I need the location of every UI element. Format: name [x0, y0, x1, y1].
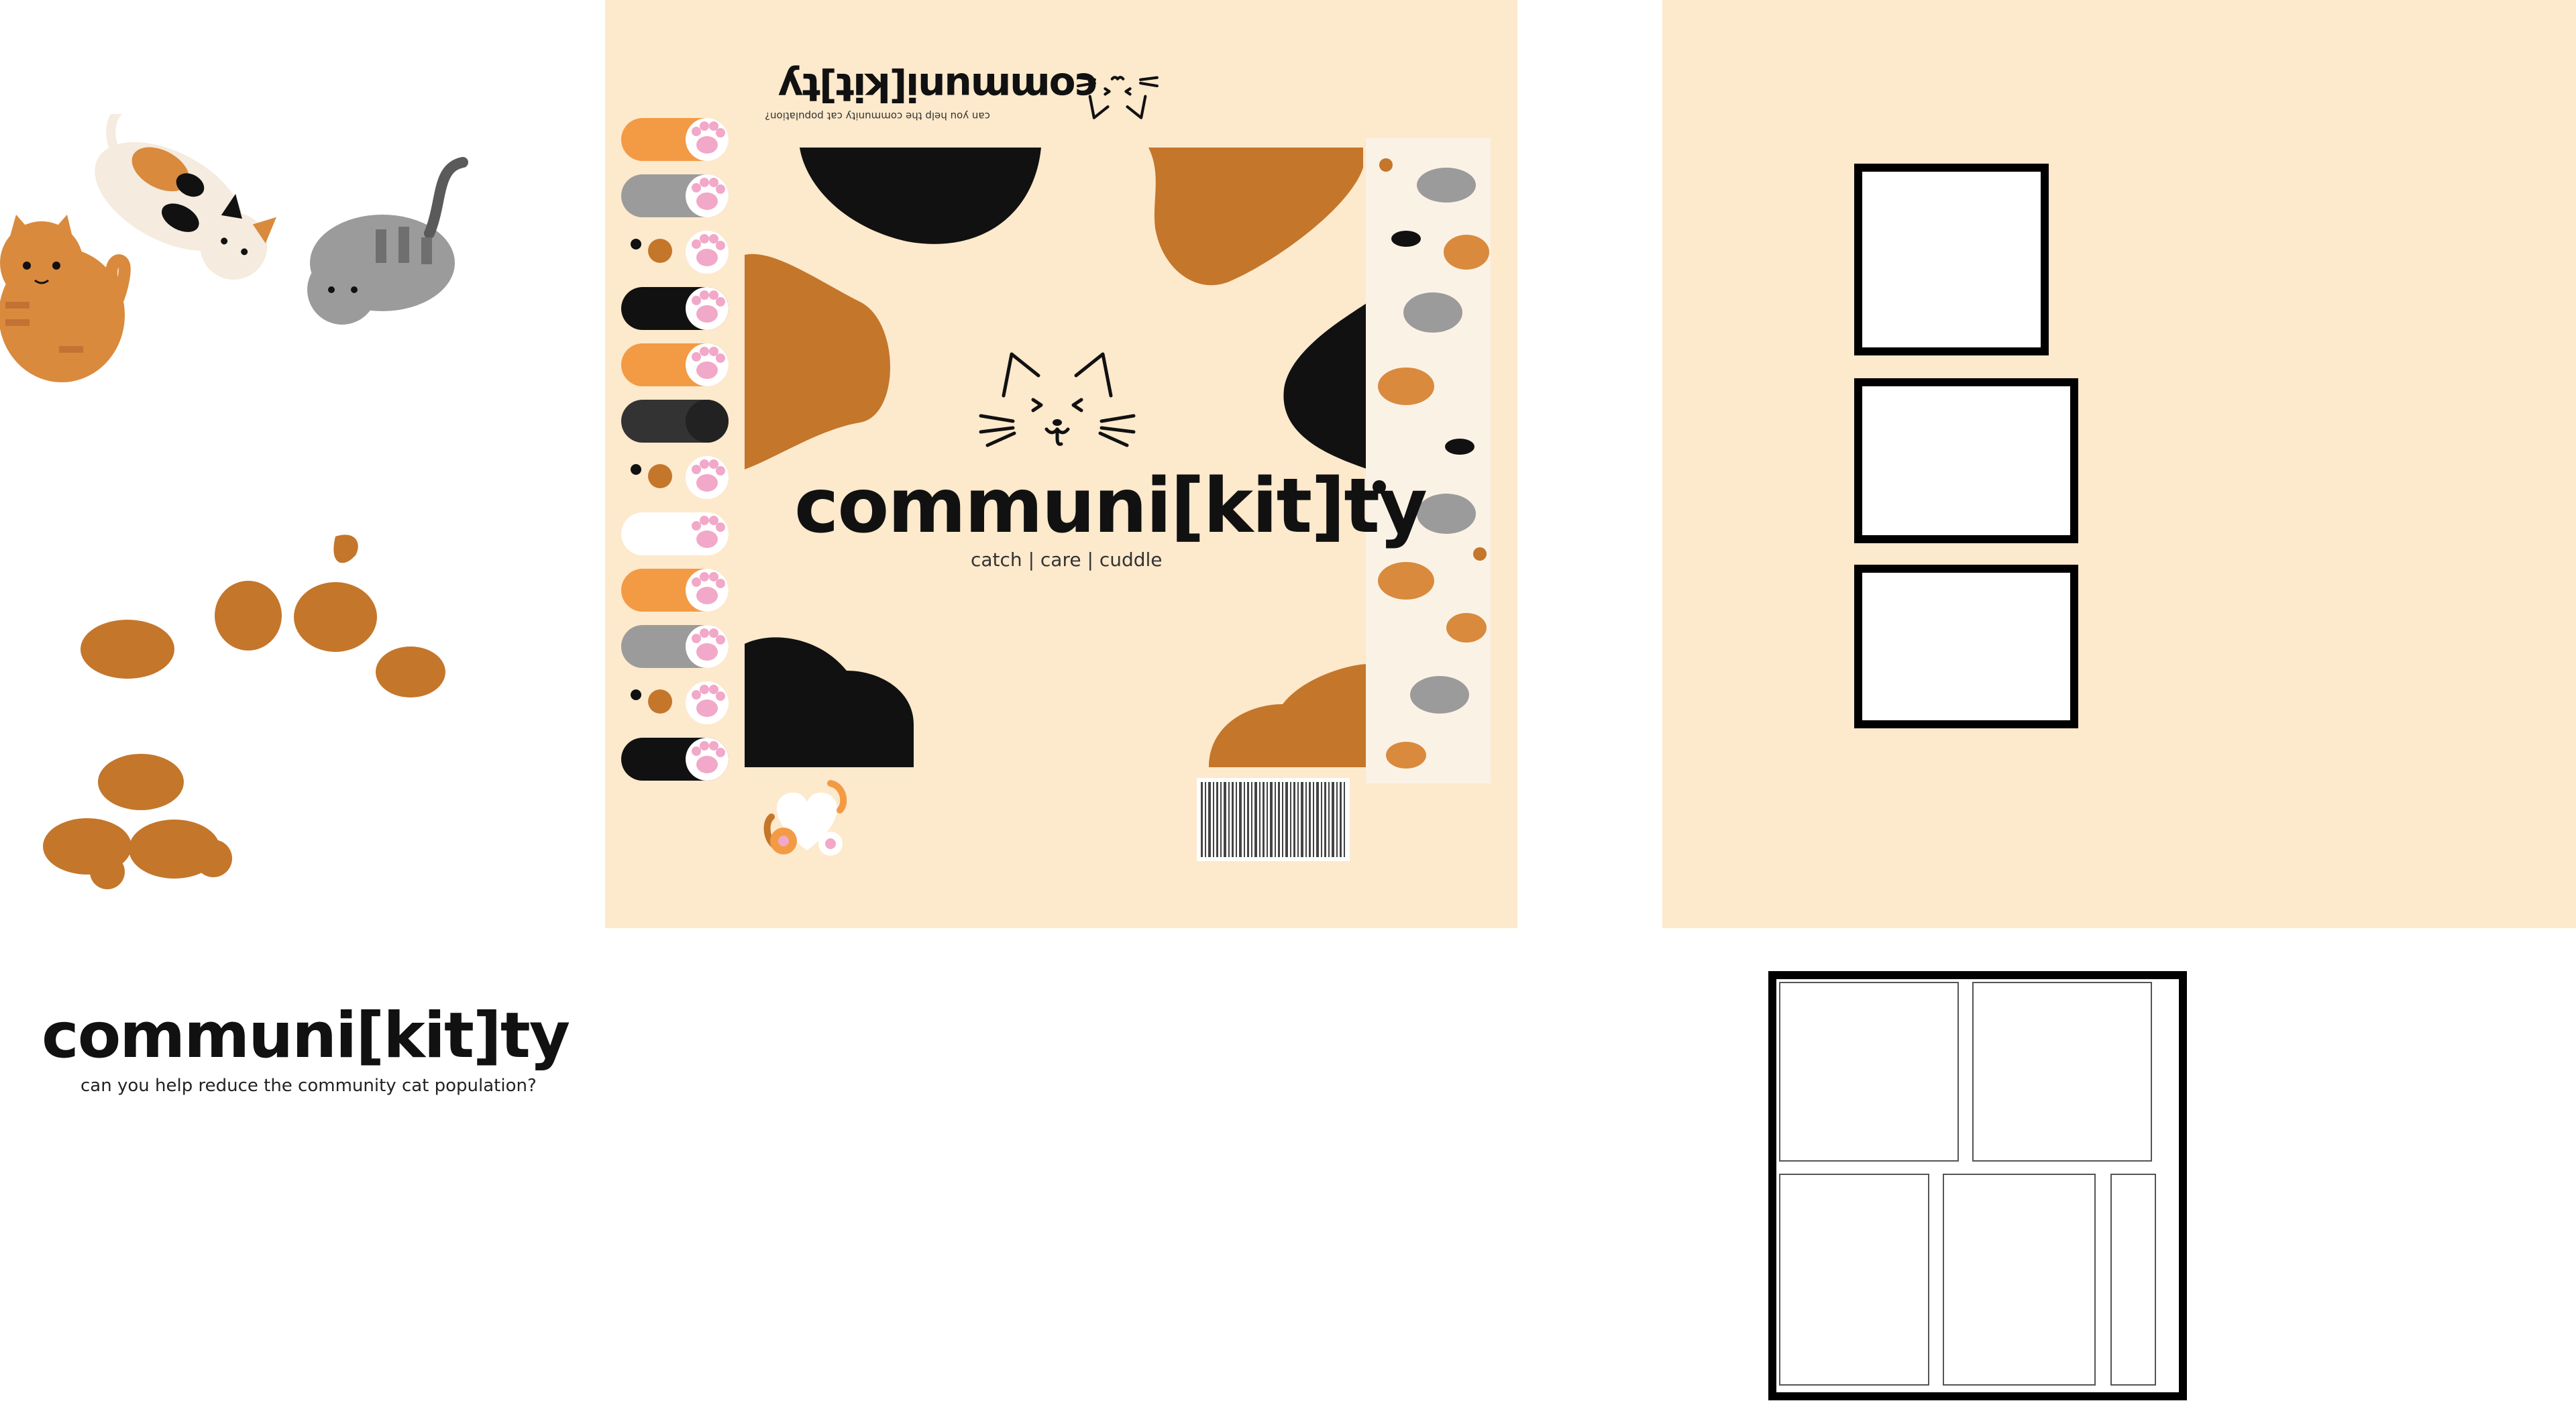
paw-icon — [621, 569, 729, 612]
grid-cell — [2110, 1174, 2156, 1386]
paw-strip — [621, 118, 729, 781]
heart-icon — [763, 780, 847, 856]
flap-logo: can you help the community cat populatio… — [765, 64, 1097, 122]
flap-wordmark: communi[kit]ty — [779, 64, 1097, 110]
paw-icon — [621, 681, 729, 724]
logo-wordmark-alt: communi[kit]ty — [42, 999, 570, 1072]
paw-icon — [621, 512, 729, 555]
cat-face-icon — [979, 352, 1136, 447]
cat-pattern-strip — [1366, 138, 1491, 783]
logo-tagline: catch | care | cuddle — [971, 549, 1163, 571]
cat-face-icon-small — [1077, 76, 1159, 119]
orange-cat-icon — [0, 215, 131, 382]
paw-icon — [621, 118, 729, 161]
paw-icon — [621, 174, 729, 217]
placeholder-frame — [1854, 164, 2049, 355]
logo-tagline-alt: can you help reduce the community cat po… — [80, 1076, 537, 1096]
grid-cell — [1943, 1174, 2096, 1386]
paw-icon — [621, 625, 729, 668]
cat-illustrations — [0, 114, 468, 382]
box-art — [745, 148, 1368, 767]
grid-cell — [1779, 982, 1959, 1162]
paw-icon — [621, 738, 729, 781]
placeholder-frame — [1854, 565, 2078, 728]
gray-tabby-cat-icon — [307, 157, 468, 325]
logo-wordmark: communi[kit]ty — [794, 463, 1428, 550]
paw-icon — [621, 231, 729, 274]
paw-icon — [621, 343, 729, 386]
grid-cell — [1779, 1174, 1929, 1386]
paw-icon — [621, 456, 729, 499]
placeholder-frame — [1854, 378, 2078, 543]
calico-cat-icon — [95, 114, 277, 280]
paw-icon — [621, 400, 729, 443]
kibble-shapes — [43, 535, 445, 889]
barcode-icon — [1197, 778, 1350, 861]
flap-tagline: can you help the community cat populatio… — [765, 110, 990, 122]
layout-grid-frame — [1768, 971, 2187, 1400]
box-side-panel — [1662, 0, 2576, 928]
paw-icon — [621, 287, 729, 330]
grid-cell — [1972, 982, 2152, 1162]
